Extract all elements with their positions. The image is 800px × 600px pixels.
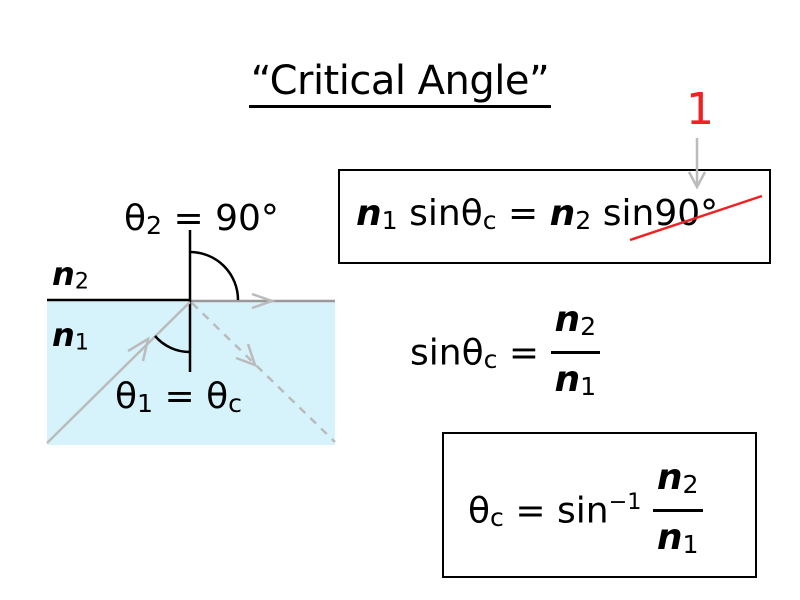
reflected-ray-dashed [191, 302, 336, 443]
slide-title: “Critical Angle” [0, 58, 800, 108]
medium-n1-label: n1 [52, 316, 90, 356]
critical-angle-result-box [442, 432, 757, 578]
angle-arc-theta1 [154, 335, 191, 354]
arrow-down-icon [687, 171, 707, 190]
medium-n2-label: n2 [52, 255, 90, 295]
incident-ray [46, 301, 191, 444]
snell-law-box [338, 169, 771, 264]
snell-law-equation: n1 sinθc = n2 sin90° [356, 193, 719, 235]
arrow-refracted-icon [251, 292, 276, 310]
arrow-incident-icon [127, 336, 150, 362]
annotation-value-one: 1 [686, 84, 714, 135]
theta1-label: θ1 = θc [115, 376, 242, 418]
red-strike-line [629, 194, 763, 242]
angle-arc-theta2 [189, 250, 240, 301]
struck-term: sin90° [591, 193, 719, 234]
arrow-reflected-icon [235, 343, 258, 368]
theta2-label: θ2 = 90° [124, 198, 279, 240]
